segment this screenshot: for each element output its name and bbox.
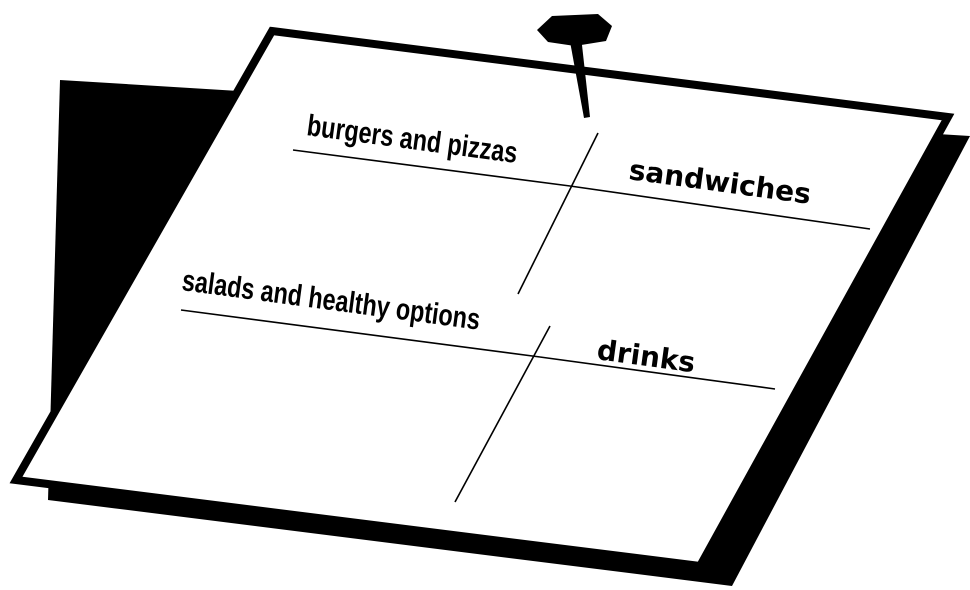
push-pin-head [537,14,612,46]
